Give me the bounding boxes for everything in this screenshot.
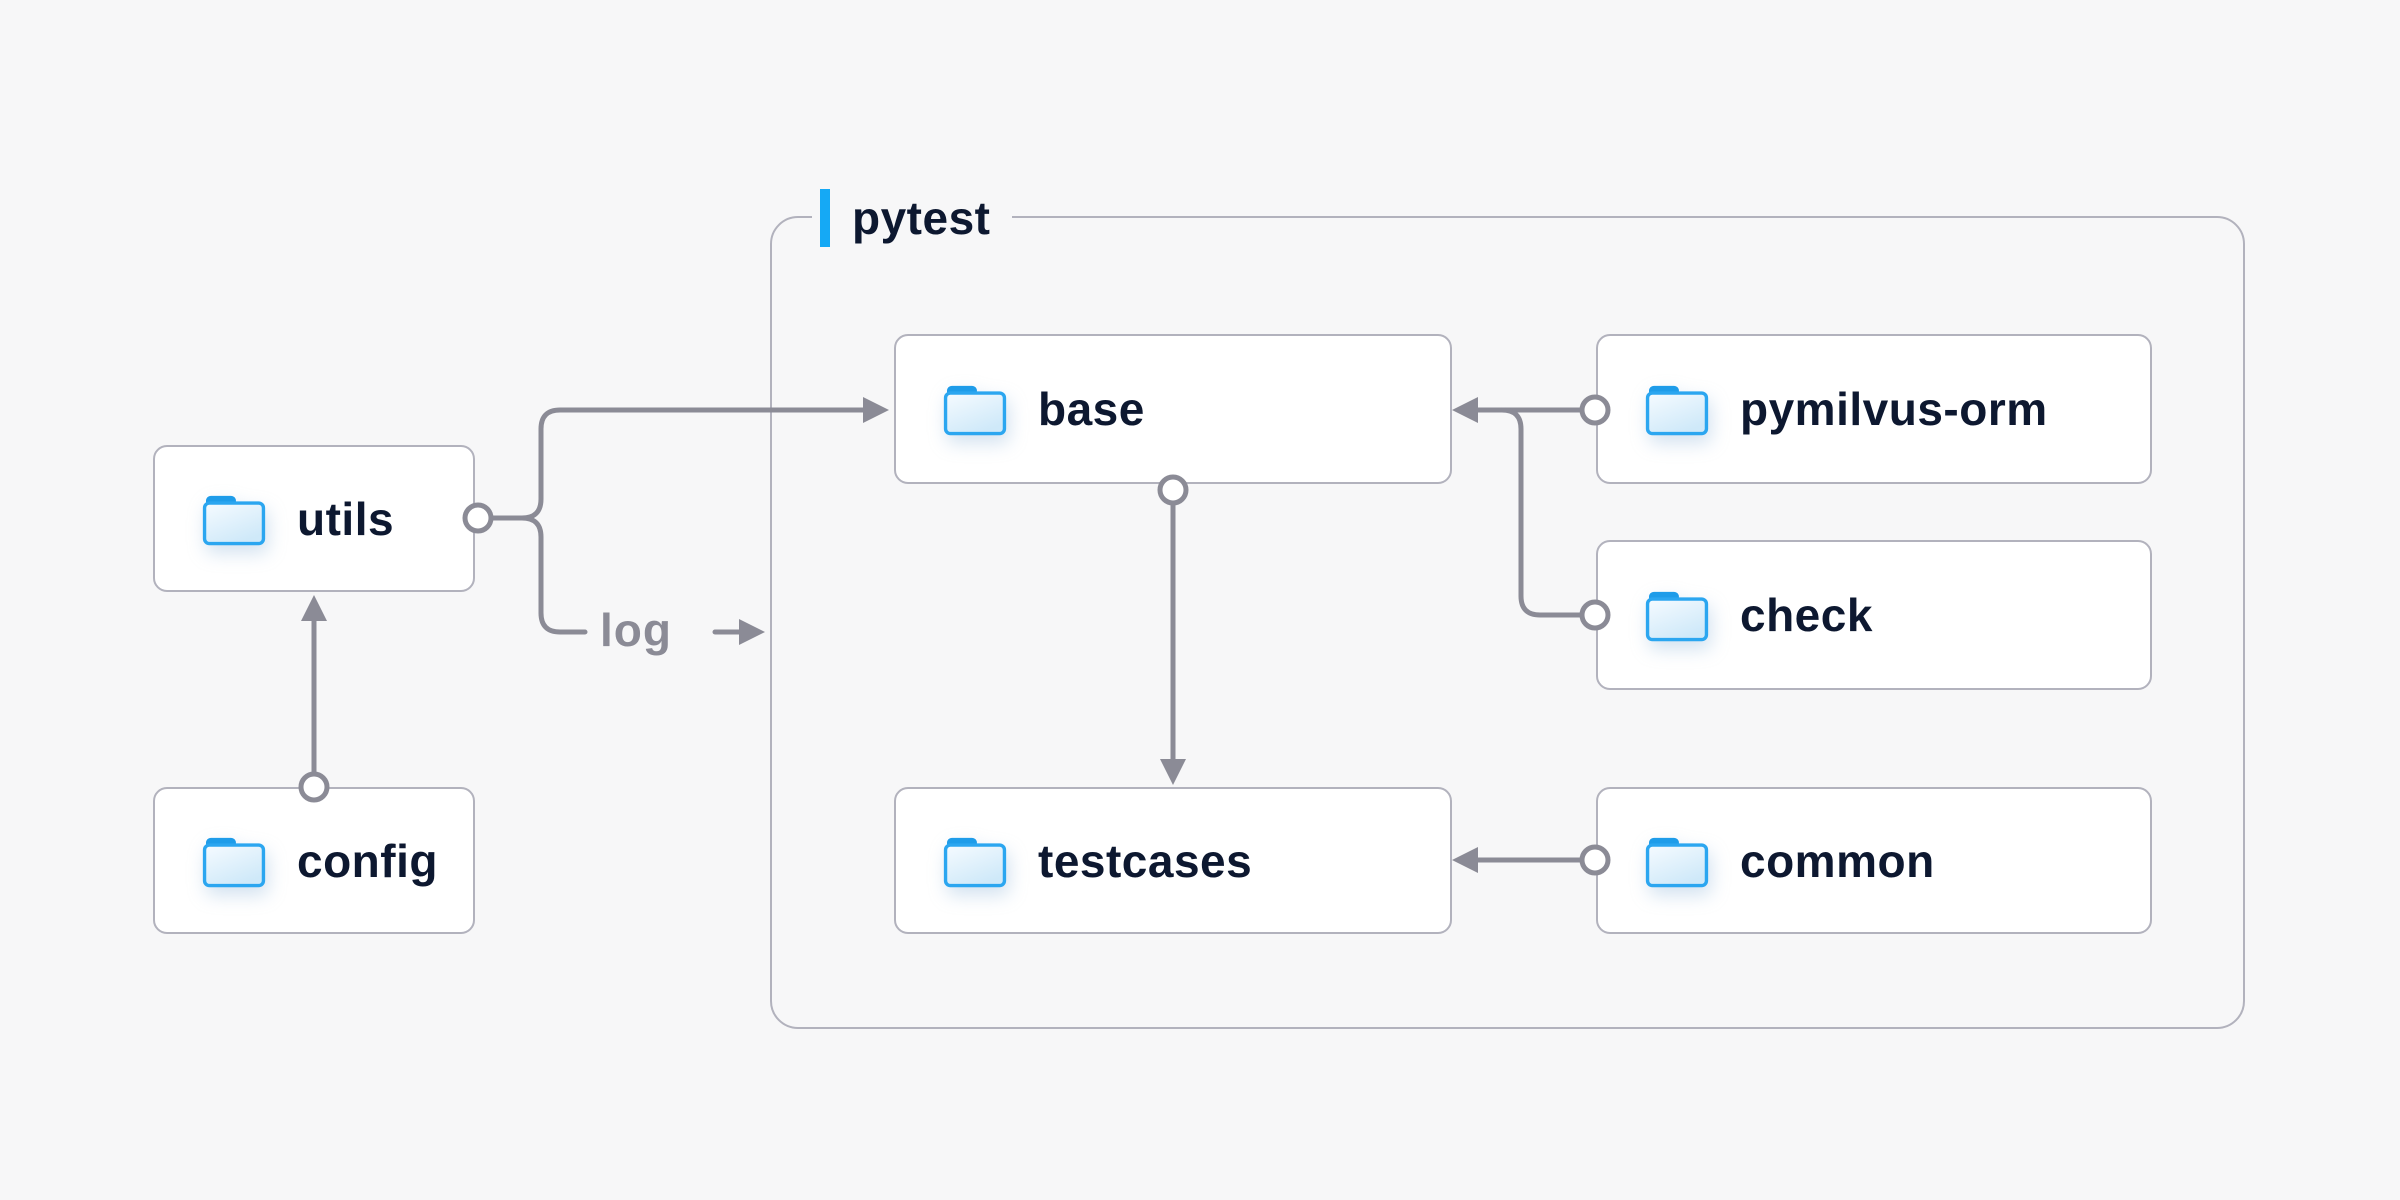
- folder-icon: [1644, 381, 1710, 437]
- folder-icon: [1644, 587, 1710, 643]
- node-pymilvus-orm-label: pymilvus-orm: [1740, 383, 2048, 435]
- folder-icon: [1644, 833, 1710, 889]
- node-common-label: common: [1740, 834, 1935, 887]
- edge-log-to-pytest: [712, 619, 765, 645]
- edge-label-log: log: [600, 603, 672, 656]
- accent-bar: [820, 189, 830, 247]
- node-pymilvus-orm: pymilvus-orm: [1596, 334, 2152, 484]
- pytest-group-label: pytest: [812, 187, 1013, 249]
- folder-icon: [201, 833, 267, 889]
- node-config-label: config: [297, 834, 438, 887]
- folder-icon: [201, 491, 267, 547]
- node-check-label: check: [1740, 589, 1873, 641]
- edge-utils-to-log: [488, 515, 588, 635]
- edge-config-to-utils: [301, 595, 327, 777]
- node-testcases-label: testcases: [1038, 834, 1253, 887]
- node-base: base: [894, 334, 1452, 484]
- node-common: common: [1596, 787, 2152, 934]
- node-testcases: testcases: [894, 787, 1452, 934]
- node-check: check: [1596, 540, 2152, 690]
- node-utils-label: utils: [297, 492, 395, 545]
- node-base-label: base: [1038, 383, 1145, 435]
- node-config: config: [153, 787, 475, 934]
- node-utils: utils: [153, 445, 475, 592]
- pytest-group-title: pytest: [852, 192, 991, 244]
- folder-icon: [942, 381, 1008, 437]
- pytest-group-container: pytest: [770, 187, 2245, 1029]
- folder-icon: [942, 833, 1008, 889]
